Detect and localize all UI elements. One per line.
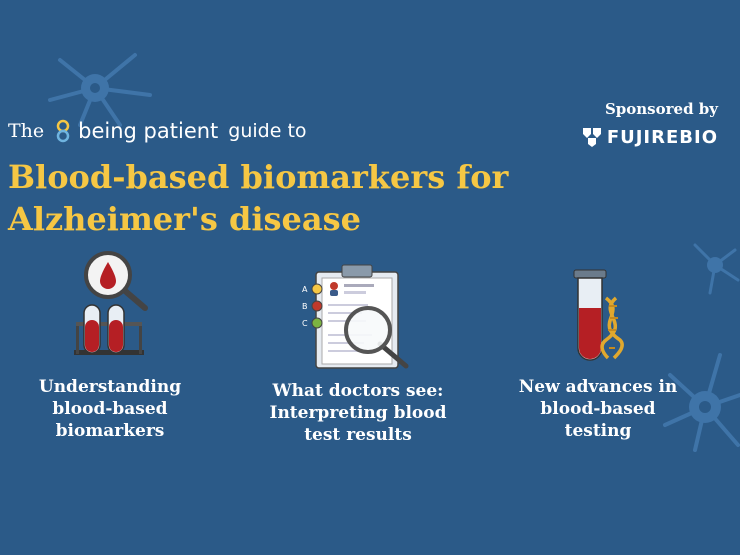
blood-sample-magnifier-icon [74, 251, 148, 355]
sponsor-label: Sponsored by [604, 100, 718, 118]
topic-line: blood-based [540, 399, 656, 419]
sponsor-logo: FUJIREBIO [581, 126, 718, 148]
clipboard-letter-a: A [302, 285, 308, 294]
heading-prefix: The [8, 120, 45, 142]
title-line-2: Alzheimer's disease [8, 200, 361, 238]
topic-line: What doctors see: [272, 381, 444, 401]
topic-line: testing [564, 421, 632, 441]
brand-logo: being patient [50, 118, 218, 144]
heading-suffix: guide to [228, 120, 307, 142]
topic-line: blood-based [52, 399, 168, 419]
topic-line: Understanding [38, 377, 182, 397]
test-tube-dna-icon [573, 269, 624, 361]
page-title: Blood-based biomarkers for Alzheimer's d… [8, 156, 508, 240]
fujirebio-logo-icon [582, 128, 601, 147]
topic-line: test results [304, 425, 412, 445]
clipboard-test-results-icon: A B C [302, 264, 409, 369]
topic-line: biomarkers [55, 421, 165, 441]
guide-heading: The being patient guide to [8, 118, 307, 144]
title-line-1: Blood-based biomarkers for [8, 158, 509, 196]
topic-understanding-biomarkers: Understanding blood-based biomarkers [20, 376, 200, 442]
brand-name: being patient [78, 119, 219, 143]
clipboard-letter-b: B [302, 302, 308, 311]
sponsor-name: FUJIREBIO [606, 126, 718, 148]
topic-line: New advances in [518, 377, 678, 397]
neuron-decoration-icon [693, 243, 740, 295]
infinity-logo-icon [56, 119, 70, 143]
neuron-decoration-icon [663, 353, 740, 452]
sponsor-block: Sponsored by FUJIREBIO [581, 100, 718, 148]
topic-new-advances: New advances in blood-based testing [508, 376, 688, 442]
neuron-decoration-icon [48, 53, 152, 127]
topic-what-doctors-see: What doctors see: Interpreting blood tes… [258, 380, 458, 446]
topic-line: Interpreting blood [269, 403, 447, 423]
clipboard-letter-c: C [302, 319, 308, 328]
